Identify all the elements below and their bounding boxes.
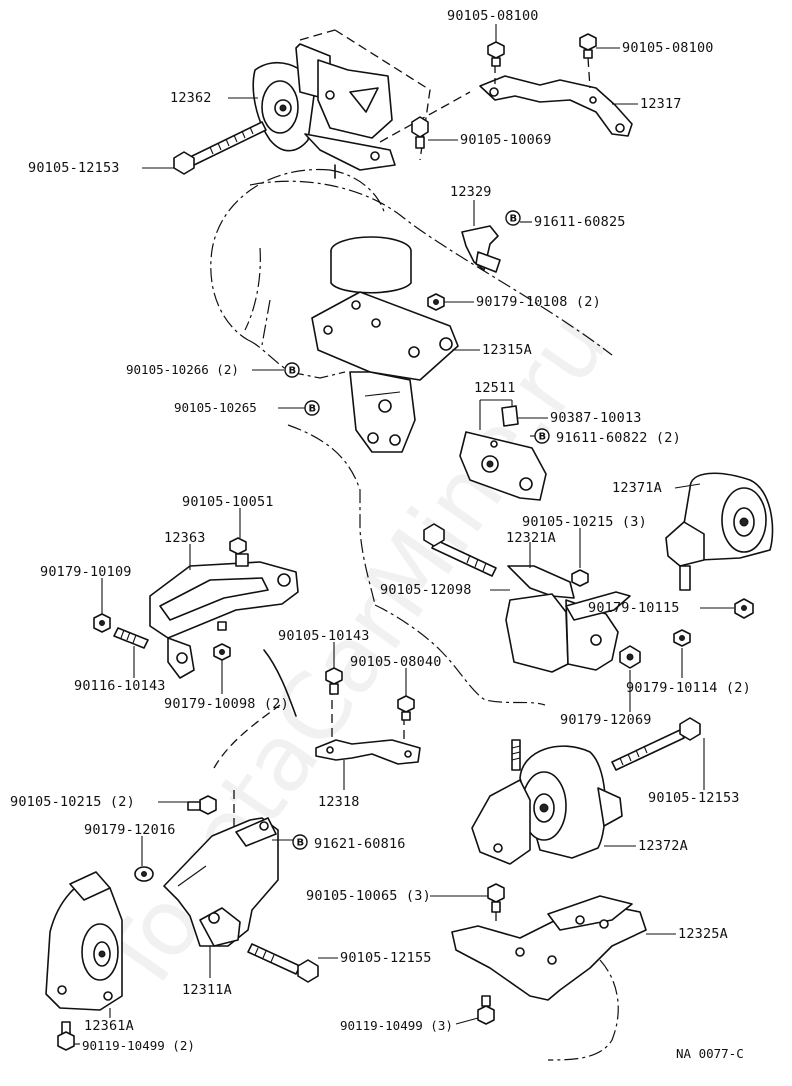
stopper-12511: [459, 399, 547, 501]
label-12317: 12317: [640, 96, 682, 112]
label-90105-10065: 90105-10065 (3): [306, 888, 431, 904]
label-90179-12016: 90179-12016: [84, 822, 176, 838]
label-90179-12069: 90179-12069: [560, 712, 652, 728]
label-12361A: 12361A: [84, 1018, 134, 1034]
callout-b-91611-60822: B: [534, 428, 550, 444]
label-90105-10215-2: 90105-10215 (2): [10, 794, 135, 810]
label-90116-10143: 90116-10143: [74, 678, 166, 694]
bracket-12321A: [505, 565, 631, 673]
label-91611-60825: 91611-60825: [534, 214, 626, 230]
label-12325A: 12325A: [678, 926, 728, 942]
label-91611-60822: 91611-60822 (2): [556, 430, 681, 446]
bolt-90105-10051: [229, 537, 249, 567]
callout-b-91621-60816: B: [292, 834, 308, 850]
leader-lines: [74, 24, 734, 1045]
label-90179-10098: 90179-10098 (2): [164, 696, 289, 712]
nut-90179-10115: [734, 598, 754, 619]
mount-12361A: [45, 871, 123, 1011]
bracket-12311A: [163, 649, 297, 947]
svg-text:B: B: [289, 366, 297, 377]
footer-code: NA 0077-C: [676, 1046, 744, 1061]
label-90179-10109: 90179-10109: [40, 564, 132, 580]
svg-text:B: B: [297, 838, 305, 849]
bolt-90105-12153-right: [611, 717, 701, 771]
label-90119-10499-3: 90119-10499 (3): [340, 1018, 453, 1033]
bolt-90119-10499-2: [57, 1021, 75, 1051]
label-90105-10215-3: 90105-10215 (3): [522, 514, 647, 530]
label-90119-10499-2: 90119-10499 (2): [82, 1038, 195, 1053]
label-90105-12153-top: 90105-12153: [28, 160, 120, 176]
label-90105-10266: 90105-10266 (2): [126, 362, 239, 377]
label-12318: 12318: [318, 794, 360, 810]
svg-text:B: B: [309, 404, 317, 415]
bolt-90105-12155: [247, 943, 319, 983]
nut-90179-12069: [619, 645, 641, 669]
part-labels: 90105-08100 90105-08100 12317 12362 9010…: [10, 8, 751, 1061]
label-90105-10265: 90105-10265: [174, 400, 257, 415]
svg-text:B: B: [510, 214, 518, 225]
nut-90179-10109: [93, 613, 111, 633]
bracket-12318: [315, 667, 421, 765]
bracket-12315A: [311, 236, 459, 453]
label-12329: 12329: [450, 184, 492, 200]
label-90105-12153-right: 90105-12153: [648, 790, 740, 806]
callout-b-markers: B B B B B: [284, 210, 550, 850]
label-90179-10108: 90179-10108 (2): [476, 294, 601, 310]
label-12371A: 12371A: [612, 480, 662, 496]
engine-outline: [210, 168, 613, 706]
label-90105-10143: 90105-10143: [278, 628, 370, 644]
callout-b-90105-10266: B: [284, 362, 300, 378]
label-90105-08100-b: 90105-08100: [622, 40, 714, 56]
label-90105-10051: 90105-10051: [182, 494, 274, 510]
label-12362: 12362: [170, 90, 212, 106]
mount-12371A: [665, 472, 774, 591]
bracket-12363: [149, 561, 299, 679]
nut-90179-10114: [673, 629, 691, 647]
label-12363: 12363: [164, 530, 206, 546]
label-12372A: 12372A: [638, 838, 688, 854]
callout-b-91611-60825: B: [505, 210, 521, 226]
label-90105-10069: 90105-10069: [460, 132, 552, 148]
bracket-12317: [479, 33, 633, 137]
label-90105-08100-a: 90105-08100: [447, 8, 539, 24]
nut-90179-10108: [427, 293, 445, 311]
label-91621-60816: 91621-60816: [314, 836, 406, 852]
label-90105-12155: 90105-12155: [340, 950, 432, 966]
label-90105-08040: 90105-08040: [350, 654, 442, 670]
stud-90116-10143: [113, 627, 149, 649]
mount-12372A: [471, 739, 623, 865]
label-90179-10115: 90179-10115: [588, 600, 680, 616]
label-90105-12098: 90105-12098: [380, 582, 472, 598]
callout-b-90105-10265: B: [304, 400, 320, 416]
bolt-90105-12153-top: [173, 121, 267, 175]
bolt-90105-10215-3: [571, 569, 589, 587]
bracket-12329: [461, 225, 501, 273]
bolt-90105-12098: [423, 523, 497, 577]
label-12311A: 12311A: [182, 982, 232, 998]
nut-90179-12016: [134, 866, 154, 882]
label-90387-10013: 90387-10013: [550, 410, 642, 426]
bolt-90105-10069: [411, 116, 429, 149]
label-12511: 12511: [474, 380, 516, 396]
label-12321A: 12321A: [506, 530, 556, 546]
mount-12362: [252, 29, 471, 179]
nut-90179-10098: [213, 621, 231, 661]
label-12315A: 12315A: [482, 342, 532, 358]
svg-text:B: B: [539, 432, 547, 443]
label-90179-10114: 90179-10114 (2): [626, 680, 751, 696]
bracket-12325A: [451, 883, 647, 1061]
